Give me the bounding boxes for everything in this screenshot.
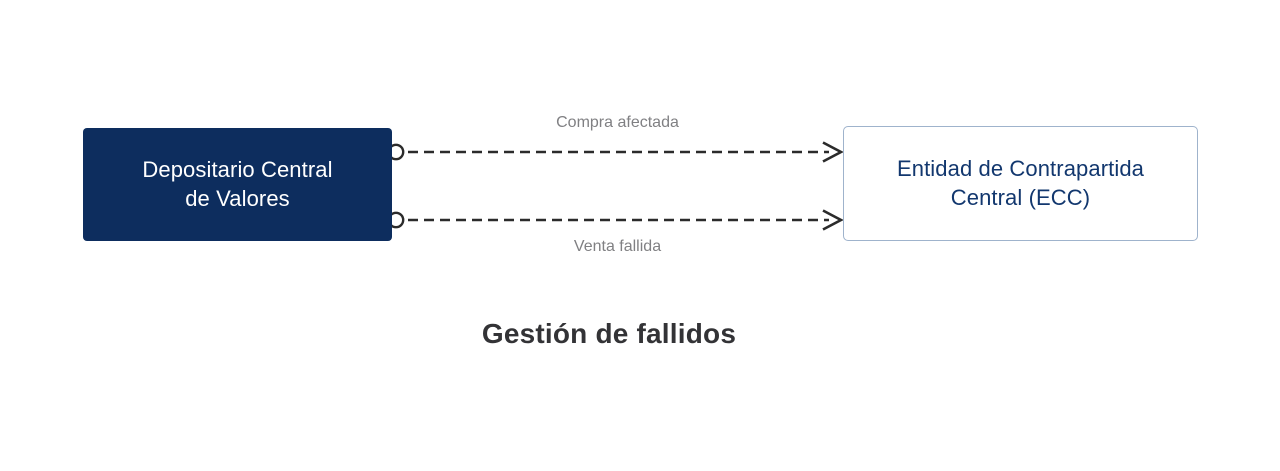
node-depositario-central-de-valores[interactable]: Depositario Central de Valores [83,128,392,241]
arrowhead-venta-fallida [822,209,844,231]
edge-label-compra-afectada: Compra afectada [556,114,679,131]
edge-venta-fallida [387,209,844,231]
edge-compra-afectada [387,141,844,163]
arrowhead-compra-afectada [822,141,844,163]
node-ecc-label: Entidad de Contrapartida Central (ECC) [896,155,1144,210]
node-entidad-de-contrapartida-central[interactable]: Entidad de Contrapartida Central (ECC) [843,126,1198,241]
edge-label-venta-fallida: Venta fallida [573,238,662,255]
node-depositario-label: Depositario Central de Valores [142,156,333,211]
diagram-caption: Gestión de fallidos [481,318,737,349]
